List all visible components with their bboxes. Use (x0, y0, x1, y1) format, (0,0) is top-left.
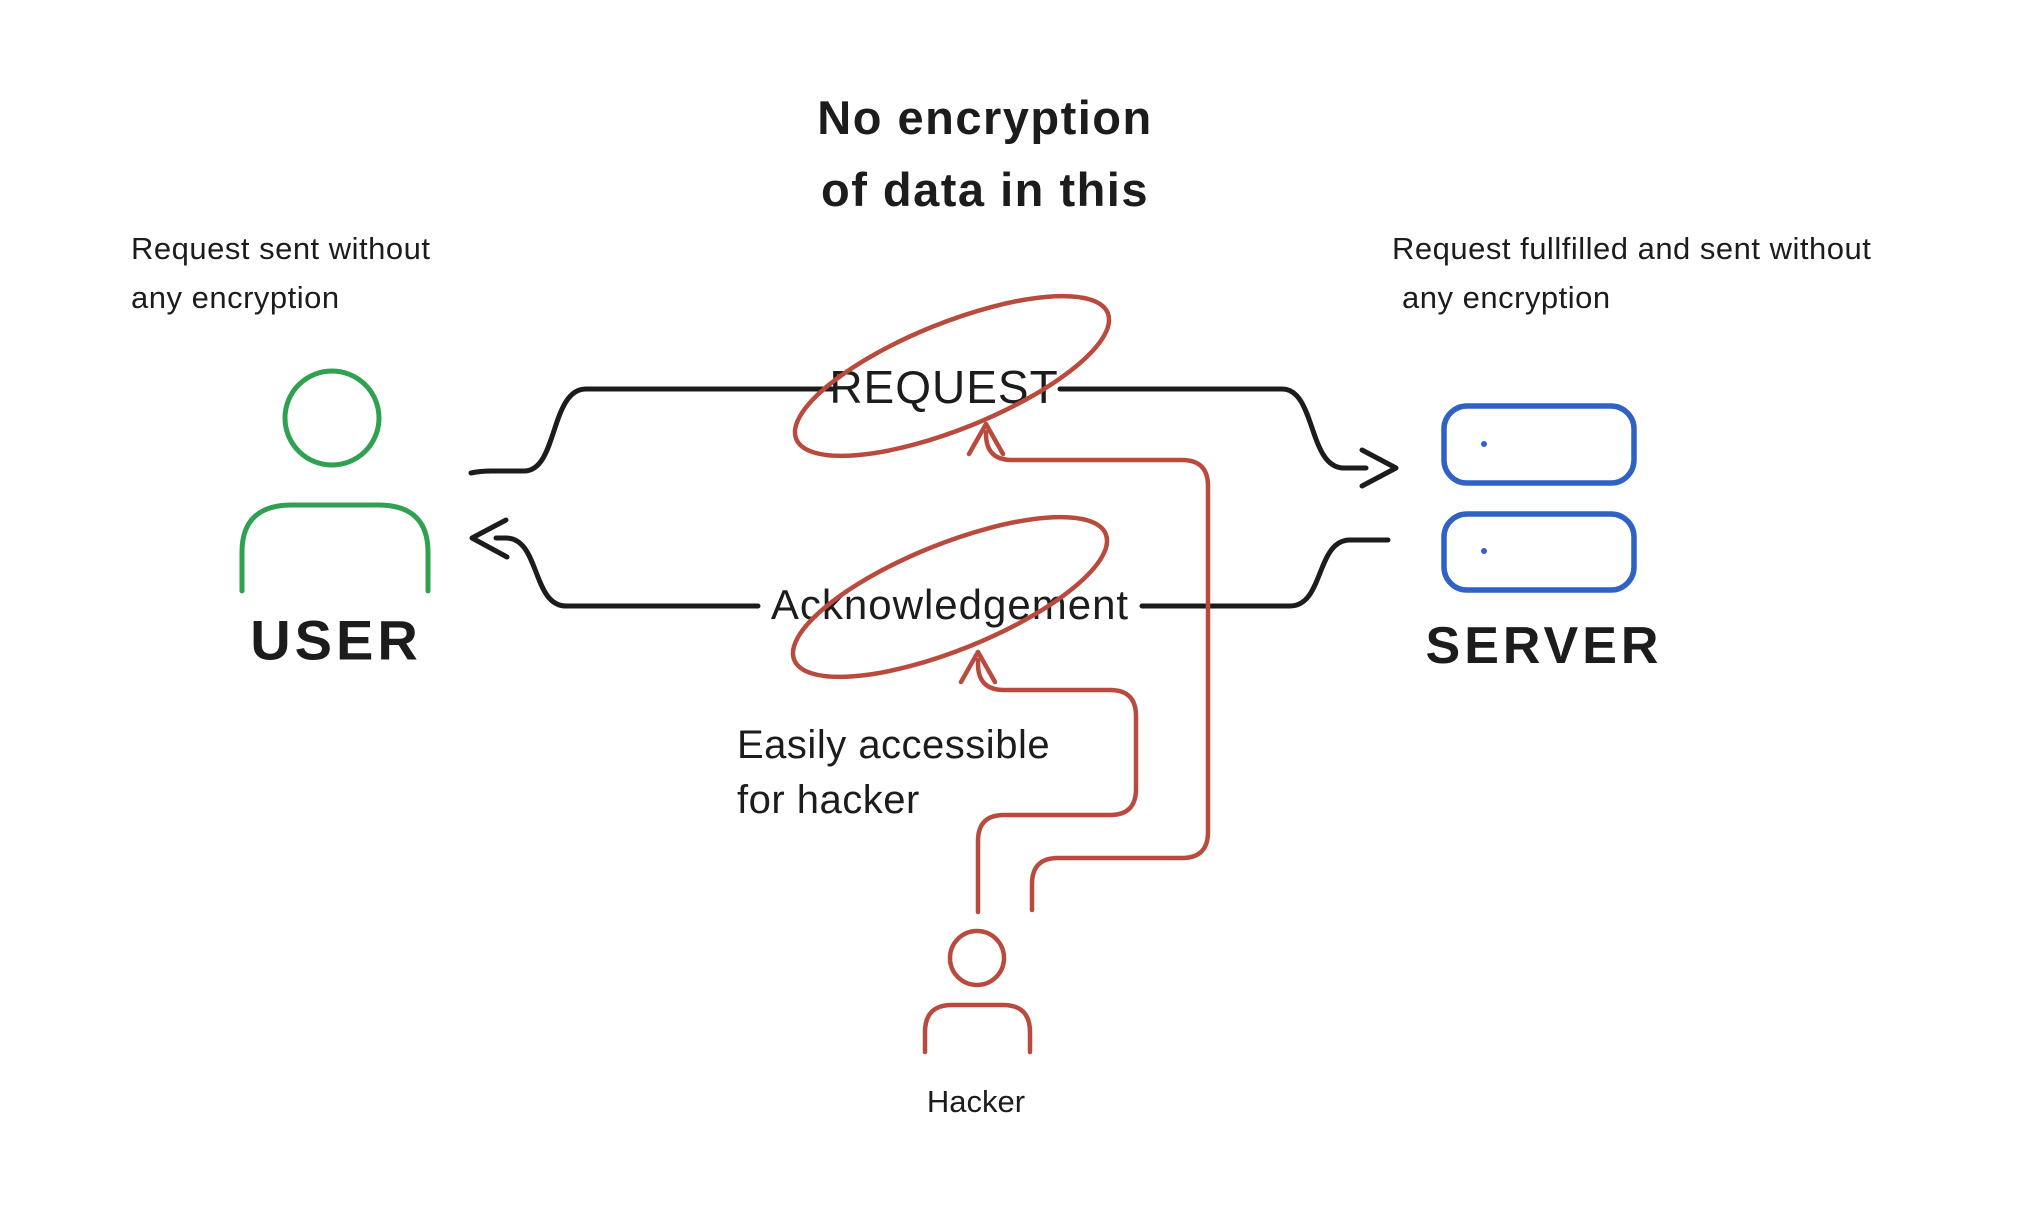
ack-line-right (1139, 537, 1391, 609)
server-label: SERVER (1425, 617, 1663, 675)
ack-line-left (493, 535, 761, 609)
request-line-right (1057, 386, 1369, 471)
hacker-tap-arrowhead-request-icon (966, 421, 1006, 457)
request-line-left (468, 386, 835, 476)
diagram-title-line2: of data in this (821, 163, 1149, 216)
server-box-top-icon (1441, 403, 1637, 486)
hacker-note: Easily accessible for hacker (737, 718, 1050, 828)
server-note-line1: Request fullfilled and sent without (1392, 231, 1872, 266)
user-shoulders-icon (239, 502, 431, 594)
user-note: Request sent without any encryption (131, 224, 431, 322)
server-box-top-dot (1481, 441, 1487, 447)
server-box-bottom-dot (1481, 548, 1487, 554)
hacker-note-line2: for hacker (737, 778, 920, 822)
user-note-line2: any encryption (131, 280, 340, 315)
server-box-bottom-icon (1441, 511, 1637, 593)
diagram-title: No encryption of data in this (817, 82, 1152, 226)
hacker-tap-arrowhead-ack-icon (958, 649, 998, 685)
user-note-line1: Request sent without (131, 231, 431, 266)
user-label: USER (250, 608, 422, 672)
hacker-tap-line-request (983, 429, 1211, 913)
request-arrowhead-icon (1359, 447, 1399, 489)
hacker-head-icon (947, 928, 1007, 988)
server-note-line2: any encryption (1402, 280, 1611, 315)
hacker-shoulders-icon (922, 1002, 1033, 1055)
hacker-note-line1: Easily accessible (737, 723, 1051, 767)
server-note: Request fullfilled and sent without any … (1392, 224, 1871, 322)
request-label: REQUEST (829, 361, 1059, 413)
user-head-icon (282, 368, 382, 468)
hacker-label: Hacker (926, 1084, 1026, 1119)
acknowledgement-label: Acknowledgement (770, 581, 1130, 628)
diagram-title-line1: No encryption (817, 91, 1153, 144)
ack-arrowhead-icon (469, 517, 510, 560)
